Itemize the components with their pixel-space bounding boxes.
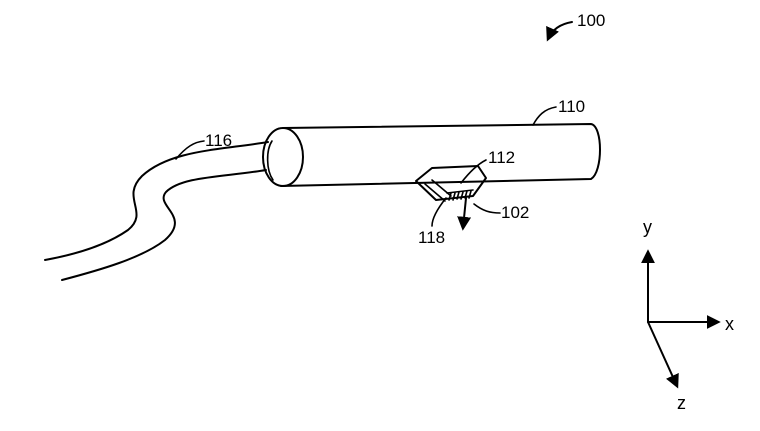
cylinder-body-outline: [280, 123, 601, 187]
cable-leader-line: [175, 140, 205, 160]
cable-lower-edge: [61, 169, 267, 281]
y-axis-label: y: [643, 217, 652, 237]
cylinder-end-opening: [266, 140, 274, 181]
cable-label: 116: [205, 131, 232, 150]
figure-reference-label: 100: [577, 11, 605, 30]
cable: [44, 141, 269, 281]
connector-label: 118: [418, 228, 445, 247]
figure-reference-arrow: [546, 21, 573, 42]
direction-label: 102: [501, 203, 529, 222]
z-axis-arrow: [647, 321, 679, 389]
coordinate-axes: y x z: [641, 217, 734, 413]
x-axis-label: x: [725, 314, 734, 334]
connector-plug-edge-outer: [424, 183, 446, 202]
port-opening: [415, 165, 487, 201]
device-leader-line: [532, 106, 557, 126]
direction-leader-line: [473, 203, 501, 214]
connector-leader-line: [431, 197, 447, 227]
z-axis-label: z: [677, 393, 686, 413]
figure-reference: 100: [546, 11, 605, 42]
device-label: 110: [558, 97, 585, 116]
port-label: 112: [488, 148, 515, 167]
port-assembly: [415, 165, 487, 202]
cylinder-device: [262, 123, 601, 187]
cylinder-end-face: [262, 127, 304, 187]
insertion-direction-arrow: [457, 197, 472, 231]
port-leader-line: [460, 159, 487, 184]
cable-upper-edge: [44, 141, 269, 261]
connector-pins: [448, 190, 472, 201]
